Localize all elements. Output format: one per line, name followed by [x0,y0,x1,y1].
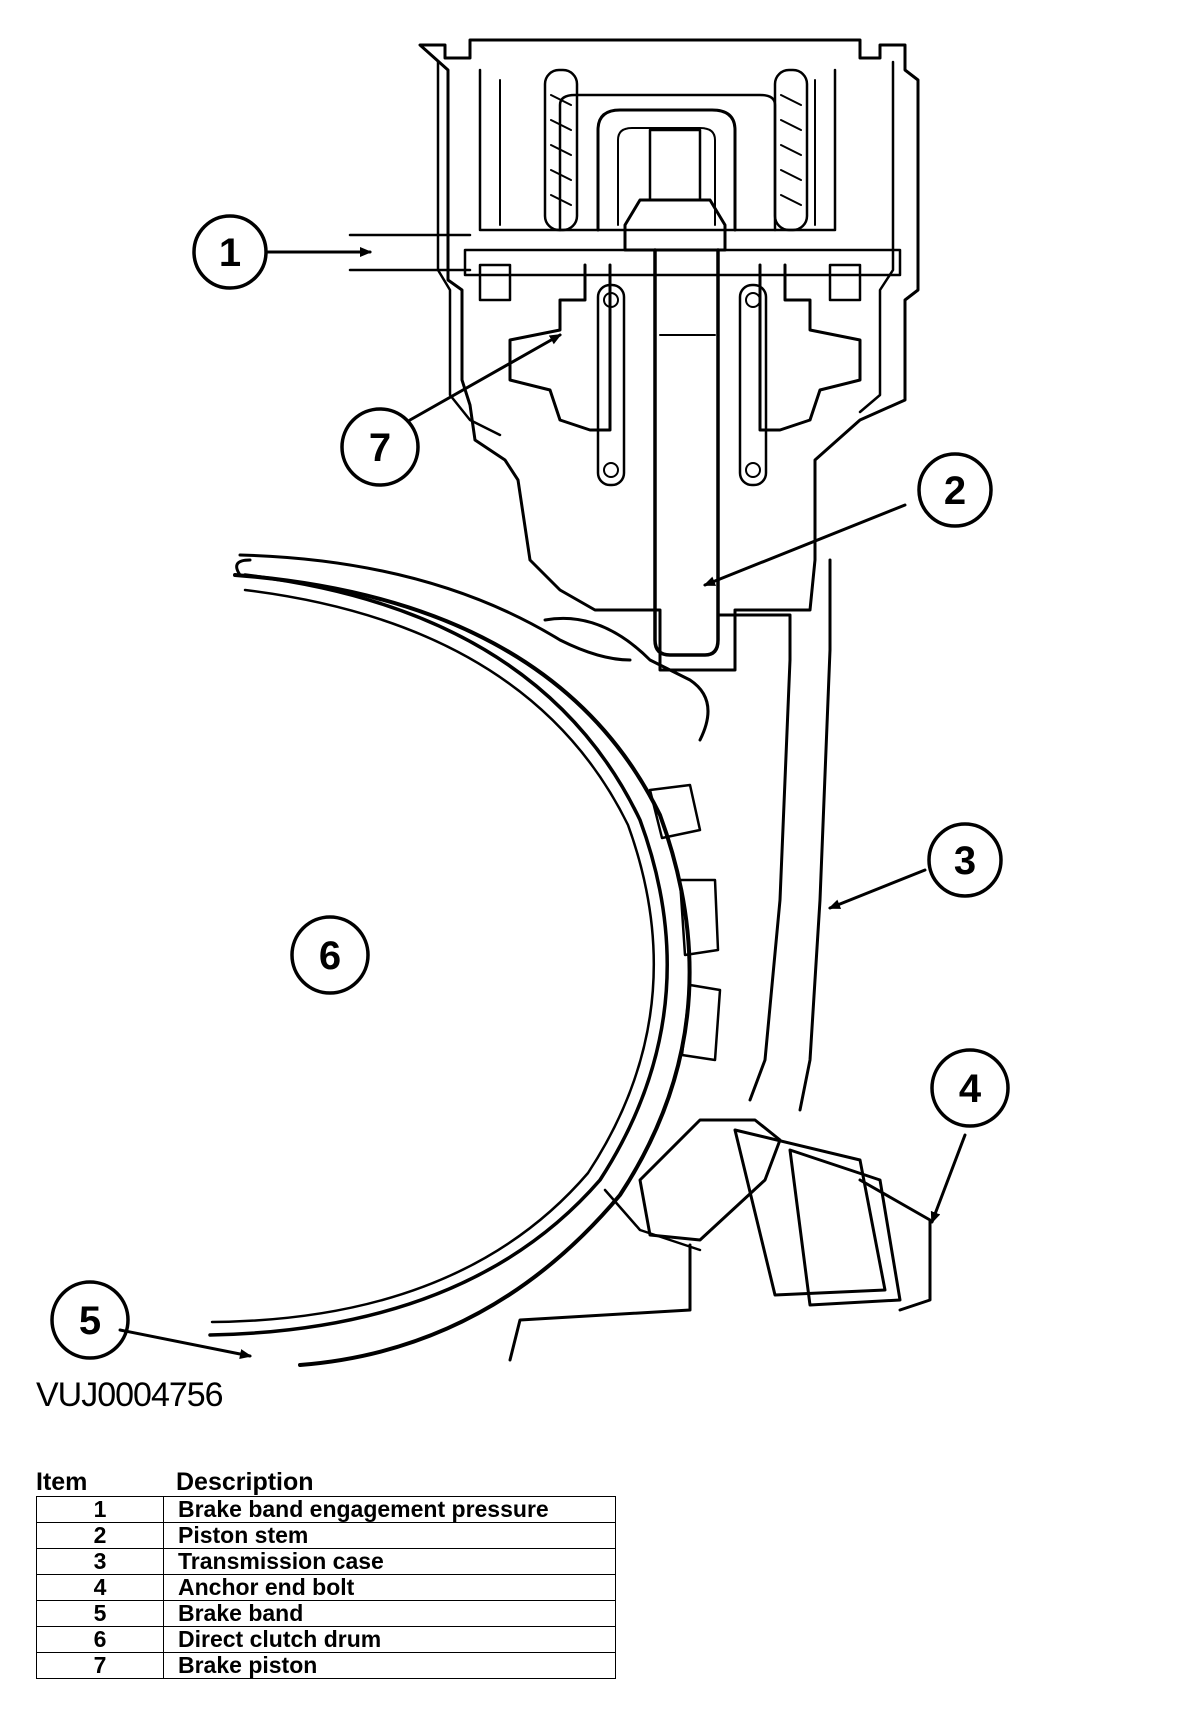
callout-1: 1 [192,214,268,290]
transmission-case [238,553,832,1112]
brake-band-servo-diagram: 1 2 3 4 5 6 7 [50,38,1010,1367]
legend-item-description: Anchor end bolt [163,1574,616,1601]
legend-item-description: Brake band engagement pressure [163,1496,616,1523]
legend-item-number: 4 [36,1574,164,1601]
callout-3: 3 [927,822,1003,898]
legend-item-description: Piston stem [163,1522,616,1549]
legend-item-number: 5 [36,1600,164,1627]
legend-item-number: 3 [36,1548,164,1575]
direct-clutch-drum [208,573,669,1337]
figure-id: VUJ0004756 [36,1376,224,1414]
callout-arrows [118,233,967,1359]
piston-stem [653,248,720,657]
legend-item-number: 2 [36,1522,164,1549]
legend-item-description: Brake piston [163,1652,616,1679]
brake-band [233,558,722,1367]
callout-5: 5 [50,1280,130,1360]
svg-text:2: 2 [944,469,966,513]
servo-housing [418,38,920,672]
arrow-4 [930,1133,967,1224]
svg-text:4: 4 [959,1067,982,1111]
legend-item-description: Brake band [163,1600,616,1627]
anchor-end-bolt [508,1118,932,1362]
arrow-7 [408,333,562,422]
svg-text:1: 1 [219,231,241,275]
callout-2: 2 [917,452,993,528]
legend-item-description: Direct clutch drum [163,1626,616,1653]
arrow-3 [828,868,927,910]
legend-header: Item Description [36,1468,616,1496]
svg-text:7: 7 [369,426,391,470]
callout-7: 7 [340,407,420,487]
legend-header-item: Item [36,1468,88,1496]
legend-item-description: Transmission case [163,1548,616,1575]
legend-item-number: 1 [36,1496,164,1523]
legend-item-number: 7 [36,1652,164,1679]
callout-4: 4 [930,1048,1010,1128]
arrow-2 [703,503,907,587]
legend-header-description: Description [176,1468,314,1496]
arrow-5 [118,1328,252,1359]
callout-6: 6 [290,915,370,995]
svg-text:5: 5 [79,1299,101,1343]
svg-text:6: 6 [319,934,341,978]
legend-item-number: 6 [36,1626,164,1653]
svg-text:3: 3 [954,839,976,883]
